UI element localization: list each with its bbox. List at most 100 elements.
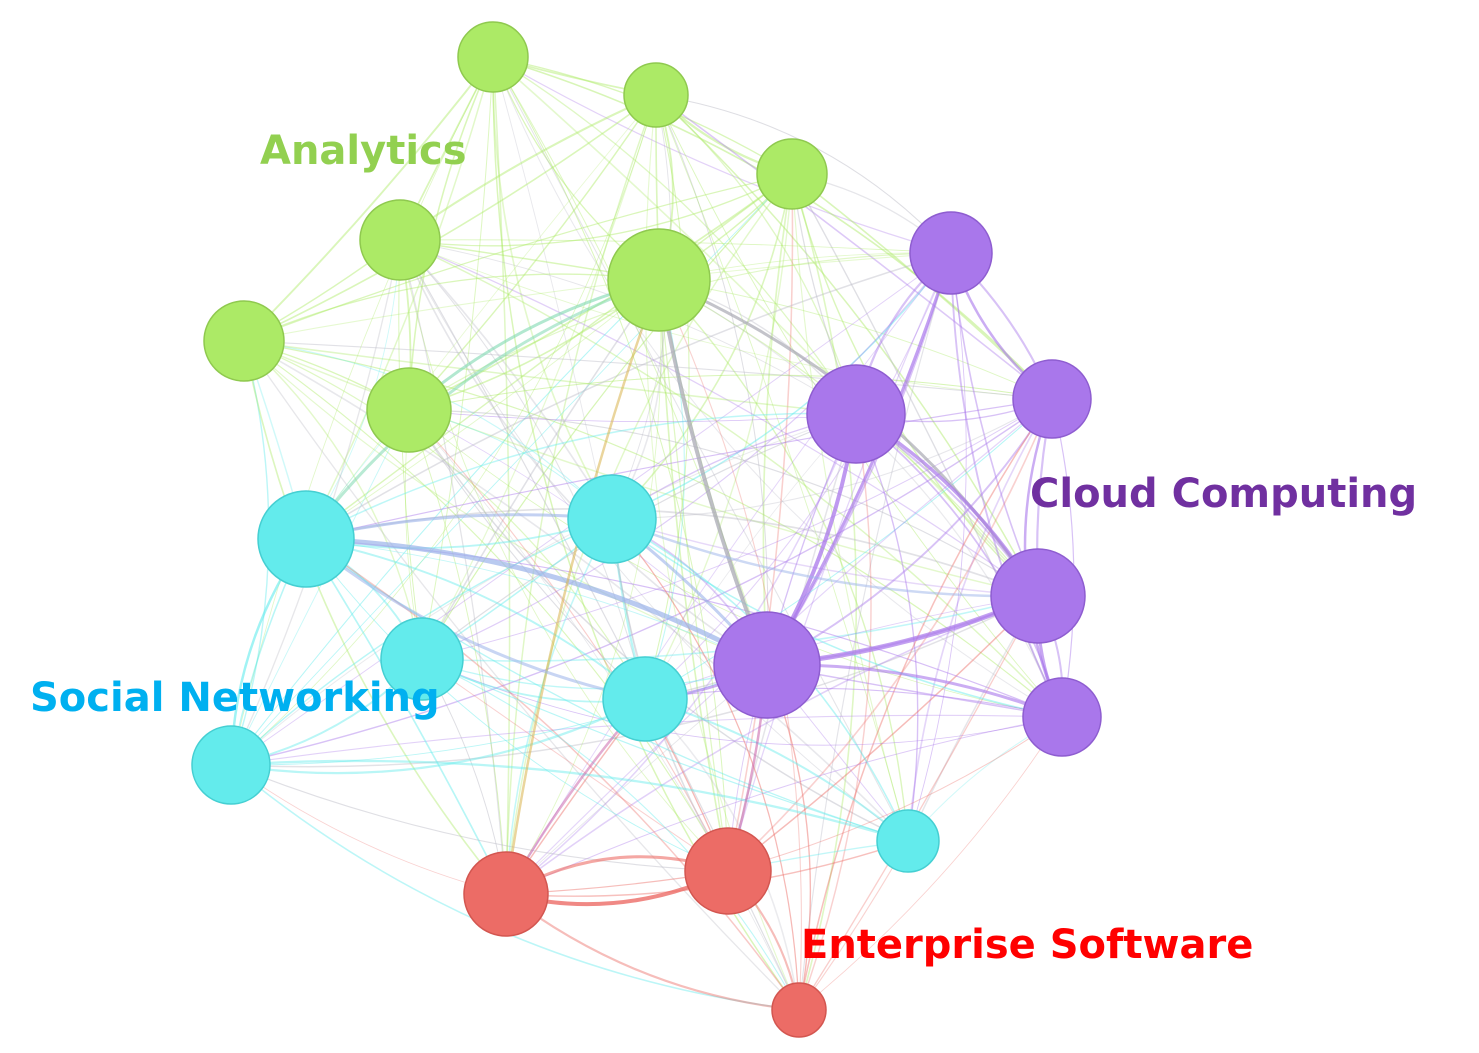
graph-edge — [243, 340, 507, 895]
graph-edge — [243, 173, 793, 342]
node-analytics — [623, 62, 689, 128]
graph-edge — [408, 409, 1063, 718]
graph-edge — [305, 536, 769, 668]
node-cloud — [1022, 677, 1102, 757]
graph-edge — [243, 94, 657, 342]
graph-edge — [230, 279, 660, 766]
node-social — [602, 656, 688, 742]
cluster-label-analytics: Analytics — [260, 128, 467, 174]
graph-edge — [421, 56, 494, 660]
graph-edge — [230, 56, 494, 766]
graph-edge — [658, 279, 729, 872]
graph-edge — [492, 56, 768, 666]
graph-edge — [243, 340, 857, 415]
graph-edge — [421, 94, 657, 660]
graph-edge — [658, 279, 909, 842]
graph-edge — [492, 56, 511, 895]
node-analytics — [359, 199, 441, 281]
graph-edge — [408, 409, 729, 872]
node-social — [191, 725, 271, 805]
graph-edge — [505, 94, 657, 895]
label-layer: Analytics Cloud Computing Social Network… — [30, 128, 1417, 968]
graph-edge — [611, 518, 1039, 597]
graph-edge — [305, 538, 507, 895]
graph-edge — [408, 409, 507, 895]
cluster-label-enterprise-software: Enterprise Software — [801, 922, 1253, 968]
graph-edge — [243, 340, 729, 872]
graph-edge — [644, 279, 685, 700]
graph-edge — [421, 279, 660, 660]
graph-edge — [408, 409, 857, 423]
graph-edge — [611, 518, 800, 1011]
graph-edge — [408, 409, 1039, 597]
node-analytics — [366, 367, 452, 453]
graph-edge — [399, 173, 793, 247]
graph-edge — [230, 413, 857, 766]
graph-edge — [243, 340, 1053, 400]
graph-edge — [243, 273, 660, 342]
graph-edge — [727, 716, 1063, 872]
graph-edge — [644, 687, 1063, 718]
node-analytics — [756, 138, 828, 210]
graph-edge — [399, 239, 1063, 718]
graph-edge — [504, 279, 661, 895]
graph-edge — [421, 658, 1063, 746]
graph-edge — [791, 173, 857, 1011]
node-cloud — [909, 211, 993, 295]
graph-edge — [421, 398, 1053, 660]
graph-edge — [492, 56, 1039, 597]
graph-edge — [644, 173, 793, 700]
graph-edge — [492, 56, 857, 415]
graph-edge — [611, 173, 793, 520]
graph-edge — [727, 398, 1053, 872]
node-social — [380, 617, 464, 701]
graph-edge — [492, 56, 613, 520]
graph-edge — [305, 538, 729, 872]
graph-edge — [798, 716, 1063, 1011]
graph-edge — [230, 764, 507, 895]
graph-edge — [655, 94, 769, 666]
graph-edge — [791, 173, 1053, 400]
graph-edge — [655, 94, 857, 415]
node-analytics — [457, 21, 529, 93]
node-cloud — [713, 611, 821, 719]
graph-edge — [657, 279, 769, 666]
graph-edge — [230, 759, 909, 843]
graph-edge — [230, 409, 410, 766]
graph-edge — [243, 56, 494, 342]
graph-edge — [765, 252, 953, 666]
graph-edge — [798, 398, 1053, 1011]
graph-edge — [492, 56, 729, 872]
graph-edge — [421, 173, 793, 660]
node-layer — [191, 21, 1102, 1038]
graph-edge — [655, 94, 909, 842]
graph-edge — [727, 252, 952, 872]
graph-edge — [305, 398, 1053, 540]
graph-edge — [907, 252, 967, 842]
node-cloud — [1012, 359, 1092, 439]
graph-edge — [230, 398, 1053, 766]
graph-edge — [305, 538, 768, 666]
graph-edge — [399, 239, 646, 700]
graph-edge — [421, 658, 729, 872]
graph-edge — [644, 595, 1039, 700]
graph-edge — [907, 398, 1053, 842]
node-enterprise — [771, 982, 827, 1038]
graph-edge — [505, 716, 1063, 895]
node-analytics — [607, 228, 711, 332]
graph-edge — [421, 658, 909, 842]
graph-edge — [611, 518, 1063, 718]
graph-edge — [408, 409, 646, 700]
graph-edge — [305, 56, 494, 540]
graph-edge — [243, 340, 800, 1011]
graph-edge — [243, 252, 952, 342]
graph-edge — [399, 239, 909, 842]
graph-edge — [727, 595, 1039, 872]
graph-edge — [658, 279, 1053, 400]
graph-edge — [399, 239, 729, 872]
node-enterprise — [684, 827, 772, 915]
graph-edge — [304, 278, 660, 540]
graph-edge — [611, 252, 952, 520]
node-cloud — [806, 364, 906, 464]
graph-edge — [305, 252, 952, 540]
